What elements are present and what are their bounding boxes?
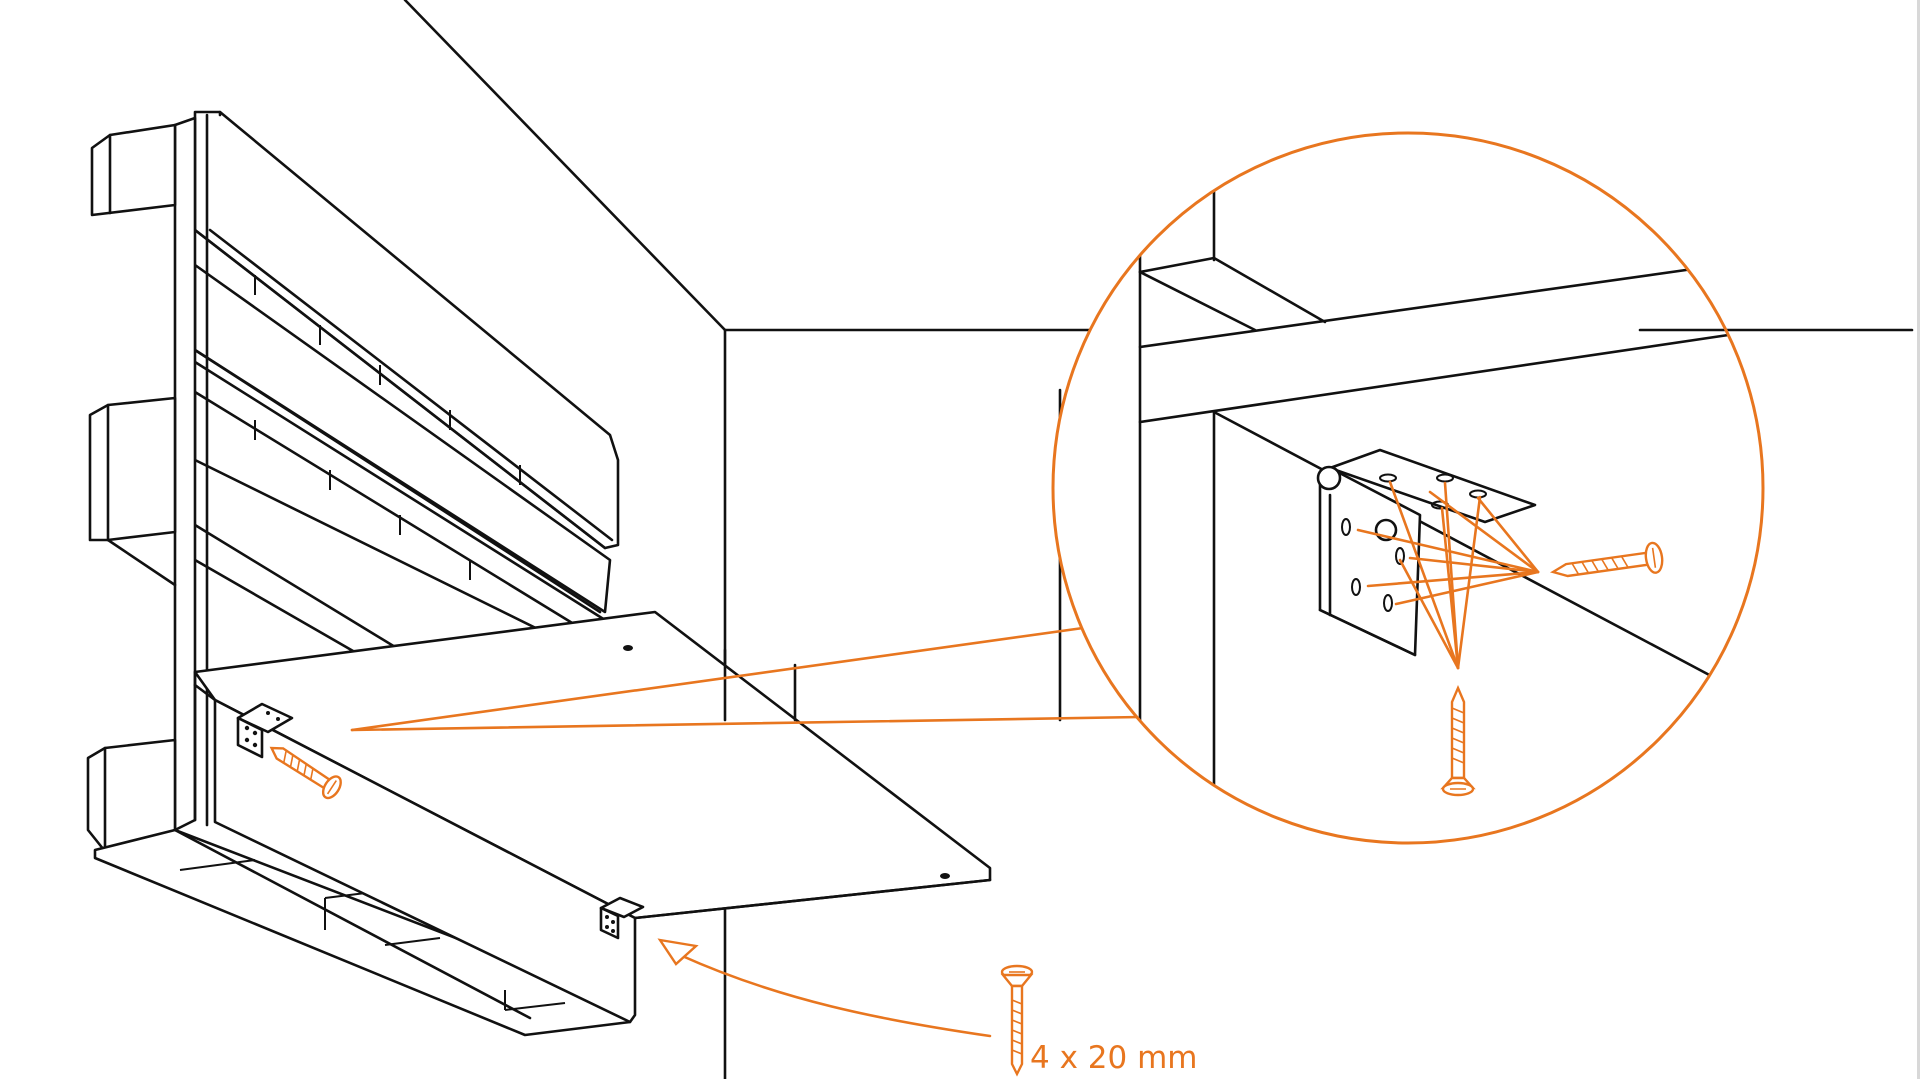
table-top (193, 610, 992, 1024)
pallet-block-top (90, 123, 177, 217)
page-edge (1917, 0, 1920, 1079)
screw-icon (1549, 541, 1664, 578)
corner-bracket-right (599, 896, 645, 940)
table-screw-hole-1 (623, 645, 633, 651)
arrow-icon (657, 938, 992, 1038)
screw-size-label: 4 x 20 mm (1030, 1040, 1197, 1076)
magnifier-circle (1051, 131, 1765, 845)
pallet-block-middle (88, 396, 177, 542)
screw-guide-lines (1356, 480, 1540, 670)
screw-icon (269, 746, 342, 800)
table-screw-hole-2 (940, 873, 950, 879)
callout-lines (350, 626, 1142, 732)
corner-bracket-left (236, 702, 294, 759)
pallet-vertical-stringer (173, 116, 197, 832)
screw-icon (1000, 964, 1034, 1077)
screw-icon (1440, 684, 1476, 797)
